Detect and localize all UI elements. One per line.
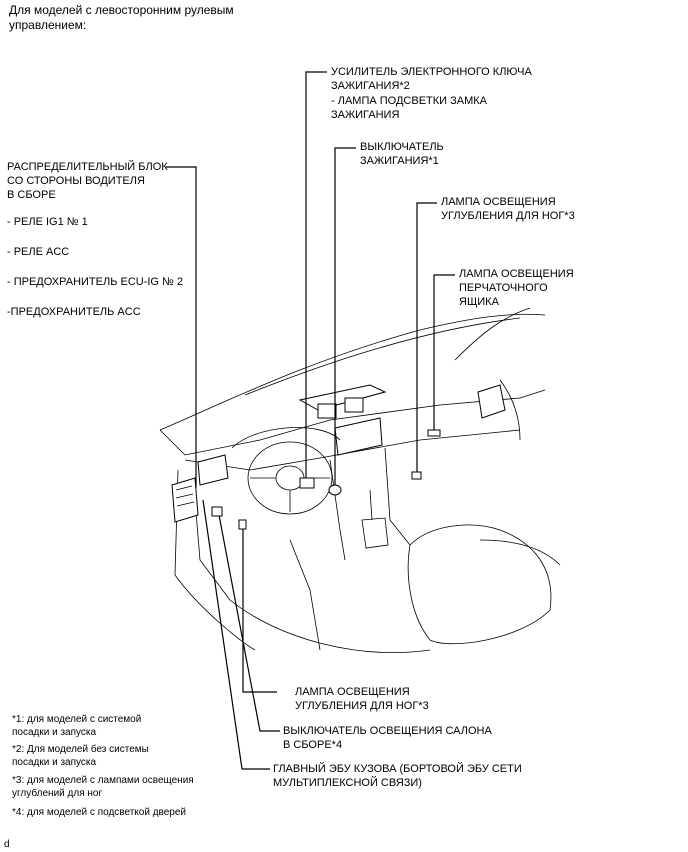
dash-top-outline bbox=[159, 313, 546, 431]
footwell-lamp-left-part bbox=[238, 519, 247, 530]
label-junction-block-line-1: РАСПРЕДЕЛИТЕЛЬНЫЙ БЛОК bbox=[7, 161, 168, 173]
label-footwell-left-line-1: ЛАМПА ОСВЕЩЕНИЯ bbox=[295, 686, 410, 698]
left-kick-panel bbox=[194, 499, 231, 601]
label-junction-block-line-2: СО СТОРОНЫ ВОДИТЕЛЯ bbox=[7, 175, 145, 187]
label-amplifier-line-3: - ЛАМПА ПОДСВЕТКИ ЗАМКА bbox=[331, 95, 488, 107]
center-vent-right bbox=[344, 397, 364, 413]
leader-body-ecu bbox=[202, 499, 270, 770]
label-body-ecu-line-1: ГЛАВНЫЙ ЭБУ КУЗОВА (БОРТОВОЙ ЭБУ СЕТИ bbox=[273, 763, 522, 775]
leader-footwell-left bbox=[242, 520, 277, 693]
label-junction-block-item-4: -ПРЕДОХРАНИТЕЛЬ ACC bbox=[7, 306, 141, 318]
leader-interior-switch bbox=[218, 514, 280, 732]
leader-footwell-right bbox=[416, 202, 437, 472]
label-interior-switch-line-1: ВЫКЛЮЧАТЕЛЬ ОСВЕЩЕНИЯ САЛОНА bbox=[283, 725, 492, 737]
leader-ignition-switch bbox=[334, 147, 356, 486]
amplifier-part bbox=[299, 477, 315, 489]
label-junction-block-item-2: - РЕЛЕ ACC bbox=[7, 246, 70, 258]
center-stack-top bbox=[298, 384, 387, 411]
header-line-1: Для моделей с левосторонним рулевым bbox=[9, 3, 234, 17]
seat-rear bbox=[479, 539, 561, 566]
right-vent bbox=[477, 384, 506, 419]
label-footwell-right-line-2: УГЛУБЛЕНИЯ ДЛЯ НОГ*3 bbox=[441, 210, 575, 222]
glovebox-lamp-part bbox=[427, 429, 441, 437]
label-junction-block-line-3: В СБОРЕ bbox=[7, 189, 56, 201]
footnote-1-line-1: *1: для моделей с системой bbox=[12, 714, 142, 725]
a-pillar-right bbox=[454, 307, 531, 361]
leader-amplifier bbox=[305, 71, 327, 478]
label-amplifier-line-4: ЗАЖИГАНИЯ bbox=[331, 109, 400, 121]
dash-face-lower bbox=[184, 429, 521, 471]
steering-wheel bbox=[247, 441, 333, 515]
label-ignition-switch-line-1: ВЫКЛЮЧАТЕЛЬ bbox=[360, 141, 444, 153]
label-amplifier-line-2: ЗАЖИГАНИЯ*2 bbox=[331, 80, 410, 92]
footnote-2-line-1: *2: Для моделей без системы bbox=[12, 744, 149, 755]
shift-lever bbox=[361, 489, 389, 549]
label-junction-block-item-3: - ПРЕДОХРАНИТЕЛЬ ECU-IG № 2 bbox=[7, 276, 184, 288]
floor-line bbox=[229, 539, 431, 653]
leader-junction-block bbox=[166, 166, 197, 488]
footnote-3-line-1: *3: для моделей с лампами освещения bbox=[12, 775, 194, 786]
left-vent bbox=[197, 454, 229, 486]
label-amplifier-line-1: УСИЛИТЕЛЬ ЭЛЕКТРОННОГО КЛЮЧА bbox=[331, 66, 532, 78]
interior-switch-part bbox=[211, 506, 223, 517]
center-console bbox=[329, 447, 411, 561]
label-body-ecu-line-2: МУЛЬТИПЛЕКСНОЙ СВЯЗИ) bbox=[273, 777, 422, 789]
label-junction-block-item-1: - РЕЛЕ IG1 № 1 bbox=[7, 216, 88, 228]
label-interior-switch-line-2: В СБОРЕ*4 bbox=[283, 739, 343, 751]
left-door bbox=[174, 469, 256, 651]
header-line-2: управлением: bbox=[9, 18, 87, 32]
junction-block-detail bbox=[175, 485, 195, 507]
windshield-edge bbox=[244, 317, 521, 396]
footnote-1-line-2: посадки и запуска bbox=[12, 727, 97, 738]
seat bbox=[407, 524, 552, 645]
label-ignition-switch-line-2: ЗАЖИГАНИЯ*1 bbox=[360, 155, 439, 167]
ignition-switch-part bbox=[328, 484, 342, 496]
label-footwell-left-line-2: УГЛУБЛЕНИЯ ДЛЯ НОГ*3 bbox=[295, 700, 429, 712]
footnote-3-line-2: углублений для ног bbox=[12, 788, 103, 799]
footnote-2-line-2: посадки и запуска bbox=[12, 757, 97, 768]
dash-right-end bbox=[499, 379, 521, 441]
center-screen bbox=[334, 417, 383, 456]
footwell-lamp-right-part bbox=[411, 471, 422, 480]
instrument-hood bbox=[231, 427, 341, 449]
steering-spokes bbox=[250, 477, 330, 512]
junction-block bbox=[171, 477, 199, 523]
dash-face-upper bbox=[159, 389, 546, 456]
leader-glovebox bbox=[433, 274, 455, 430]
label-glovebox-line-3: ЯЩИКА bbox=[459, 296, 499, 308]
label-glovebox-line-2: ПЕРЧАТОЧНОГО bbox=[459, 282, 548, 294]
label-glovebox-line-1: ЛАМПА ОСВЕЩЕНИЯ bbox=[459, 268, 574, 280]
label-footwell-right-line-1: ЛАМПА ОСВЕЩЕНИЯ bbox=[441, 196, 556, 208]
center-vent-left bbox=[317, 403, 337, 419]
corner-mark: d bbox=[4, 839, 10, 850]
footnote-4: *4: для моделей с подсветкой дверей bbox=[12, 807, 187, 818]
